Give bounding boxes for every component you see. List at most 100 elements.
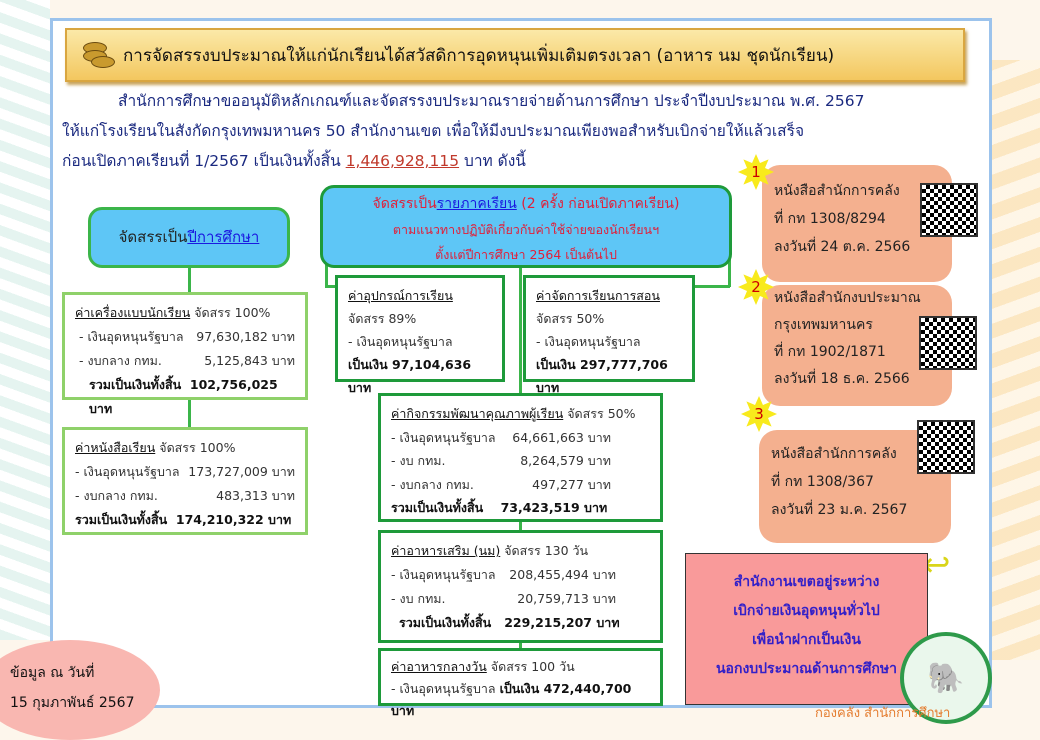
badge-number: 3 <box>754 405 764 423</box>
row-label: - เงินอุดหนุนรัฐบาล <box>75 464 180 479</box>
allocation: จัดสรร 50% <box>563 406 636 421</box>
page-title: การจัดสรรงบประมาณให้แก่นักเรียนได้สวัสดิ… <box>123 45 835 66</box>
row-value: 97,630,182 บาท <box>196 329 295 344</box>
header-subtitle: ตั้งแต่ปีการศึกษา 2564 เป็นต้นไป <box>435 247 617 262</box>
qr-code-icon[interactable] <box>919 316 977 370</box>
total-amount: 1,446,928,115 <box>345 152 460 170</box>
header-subtitle: ตามแนวทางปฏิบัติเกี่ยวกับค่าใช้จ่ายของนั… <box>392 222 660 237</box>
coins-icon <box>81 38 117 72</box>
footer-credit: กองคลัง สำนักการศึกษา <box>815 706 951 721</box>
letter-title: หนังสือสำนักการคลัง <box>771 446 897 462</box>
letter-date: ลงวันที่ 23 ม.ค. 2567 <box>771 502 908 518</box>
number-badge: 1 <box>738 154 774 190</box>
letter-number: ที่ กท 1902/1871 <box>774 344 886 360</box>
yearly-allocation-header: จัดสรรเป็นปีการศึกษา <box>88 207 290 268</box>
letter-date: ลงวันที่ 24 ต.ค. 2566 <box>774 239 911 255</box>
row-value: 64,661,663 บาท <box>512 429 611 445</box>
box-title: ค่าอาหารกลางวัน <box>391 659 487 674</box>
teaching-box: ค่าจัดการเรียนการสอน จัดสรร 50% - เงินอุ… <box>523 275 695 395</box>
number-badge: 2 <box>738 269 774 305</box>
header-text: จัดสรรเป็น <box>372 196 437 212</box>
badge-number: 2 <box>751 278 761 296</box>
letter-number: ที่ กท 1308/367 <box>771 474 874 490</box>
row-label: - เงินอุดหนุนรัฐบาล <box>391 429 496 445</box>
intro-text: ก่อนเปิดภาคเรียนที่ 1/2567 เป็นเงินทั้งส… <box>62 152 346 170</box>
header-link-text: ปีการศึกษา <box>187 228 260 246</box>
total-value: เป็นเงิน 297,777,706 บาท <box>536 357 668 395</box>
row-label: - งบกลาง กทม. <box>391 476 474 492</box>
badge-number: 1 <box>751 163 761 181</box>
allocation: จัดสรร 130 วัน <box>500 543 589 558</box>
total-value: 229,215,207 บาท <box>504 615 620 630</box>
box-title: ค่าหนังสือเรียน <box>75 440 156 455</box>
note-line: สำนักงานเขตอยู่ระหว่าง <box>733 574 880 590</box>
activities-box: ค่ากิจกรรมพัฒนาคุณภาพผู้เรียน จัดสรร 50%… <box>378 393 663 522</box>
semester-allocation-header: จัดสรรเป็นรายภาคเรียน (2 ครั้ง ก่อนเปิดภ… <box>320 185 732 268</box>
allocation: จัดสรร 89% <box>348 311 417 326</box>
row-label: - งบ กทม. <box>391 453 446 468</box>
qr-code-icon[interactable] <box>920 183 978 237</box>
total-label: รวมเป็นเงินทั้งสิ้น <box>89 377 182 392</box>
box-title: ค่าอุปกรณ์การเรียน <box>348 288 453 303</box>
number-badge: 3 <box>741 396 777 432</box>
letter-number: ที่ กท 1308/8294 <box>774 211 886 227</box>
row-label: - งบกลาง กทม. <box>79 353 162 368</box>
bangkok-seal-logo: 🐘 <box>900 632 992 724</box>
allocation: จัดสรร 100 วัน <box>486 659 575 674</box>
letter-title: กรุงเทพมหานคร <box>774 317 873 333</box>
note-line: เบิกจ่ายเงินอุดหนุนทั่วไป <box>733 603 880 619</box>
uniform-box: ค่าเครื่องแบบนักเรียน จัดสรร 100% - เงิน… <box>62 292 308 416</box>
title-banner: การจัดสรรงบประมาณให้แก่นักเรียนได้สวัสดิ… <box>65 28 965 82</box>
row-label: - เงินอุดหนุนรัฐบาล <box>536 334 641 349</box>
box-title: ค่ากิจกรรมพัฒนาคุณภาพผู้เรียน <box>391 406 564 421</box>
background-decoration <box>0 0 50 640</box>
intro-text: บาท ดังนี้ <box>459 152 526 170</box>
books-box: ค่าหนังสือเรียน จัดสรร 100% - เงินอุดหนุ… <box>62 427 308 535</box>
letter-card-2: หนังสือสำนักงบประมาณ กรุงเทพมหานคร ที่ ก… <box>762 285 952 406</box>
total-value: 73,423,519 บาท <box>500 500 608 515</box>
note-box: สำนักงานเขตอยู่ระหว่าง เบิกจ่ายเงินอุดหน… <box>685 553 928 705</box>
letter-title: หนังสือสำนักงบประมาณ <box>774 290 921 306</box>
box-title: ค่าเครื่องแบบนักเรียน <box>75 305 191 320</box>
row-label: - งบกลาง กทม. <box>75 488 158 503</box>
intro-line-1: สำนักการศึกษาขออนุมัติหลักเกณฑ์และจัดสรร… <box>118 92 865 110</box>
note-line: เพื่อนำฝากเป็นเงิน <box>752 632 861 648</box>
allocation: จัดสรร 100% <box>155 440 236 455</box>
row-label: - เงินอุดหนุนรัฐบาล <box>348 334 453 349</box>
qr-code-icon[interactable] <box>917 420 975 474</box>
allocation: จัดสรร 50% <box>536 311 605 326</box>
letter-card-3: หนังสือสำนักการคลัง ที่ กท 1308/367 ลงวั… <box>759 430 951 543</box>
row-value: 20,759,713 บาท <box>517 591 616 606</box>
row-value: 208,455,494 บาท <box>509 567 616 582</box>
milk-box: ค่าอาหารเสริม (นม) จัดสรร 130 วัน - เงิน… <box>378 530 663 643</box>
total-value: 102,756,025 บาท <box>89 377 278 416</box>
allocation: จัดสรร 100% <box>190 305 271 320</box>
total-value: เป็นเงิน 472,440,700 บาท <box>391 681 632 718</box>
row-value: 173,727,009 บาท <box>188 464 295 479</box>
date-label: ข้อมูล ณ วันที่ <box>10 665 95 681</box>
lunch-box: ค่าอาหารกลางวัน จัดสรร 100 วัน - เงินอุด… <box>378 648 663 718</box>
row-value: 5,125,843 บาท <box>204 353 295 368</box>
row-label: - เงินอุดหนุนรัฐบาล <box>79 329 184 344</box>
box-title: ค่าจัดการเรียนการสอน <box>536 288 660 303</box>
total-value: 174,210,322 บาท <box>175 512 292 527</box>
header-link-text: รายภาคเรียน <box>436 196 517 212</box>
header-text: (2 ครั้ง ก่อนเปิดภาคเรียน) <box>516 196 680 212</box>
row-value: 8,264,579 บาท <box>520 453 611 468</box>
row-label: - เงินอุดหนุนรัฐบาล <box>391 567 496 582</box>
total-label: รวมเป็นเงินทั้งสิ้น <box>399 615 492 630</box>
note-line: นอกงบประมาณด้านการศึกษา <box>715 661 897 677</box>
total-value: เป็นเงิน 97,104,636 บาท <box>348 357 472 395</box>
box-title: ค่าอาหารเสริม (นม) <box>391 543 501 558</box>
date-value: 15 กุมภาพันธ์ 2567 <box>10 695 135 711</box>
total-label: รวมเป็นเงินทั้งสิ้น <box>391 500 484 515</box>
equipment-box: ค่าอุปกรณ์การเรียน จัดสรร 89% - เงินอุดห… <box>335 275 505 395</box>
intro-line-3: ก่อนเปิดภาคเรียนที่ 1/2567 เป็นเงินทั้งส… <box>62 146 562 176</box>
row-label: - งบ กทม. <box>391 591 446 606</box>
total-label: รวมเป็นเงินทั้งสิ้น <box>75 512 168 527</box>
row-value: 483,313 บาท <box>216 488 295 503</box>
header-text: จัดสรรเป็น <box>118 228 188 246</box>
letter-title: หนังสือสำนักการคลัง <box>774 183 900 199</box>
row-label: - เงินอุดหนุนรัฐบาล <box>391 681 500 696</box>
intro-line-2: ให้แก่โรงเรียนในสังกัดกรุงเทพมหานคร 50 ส… <box>62 122 805 140</box>
